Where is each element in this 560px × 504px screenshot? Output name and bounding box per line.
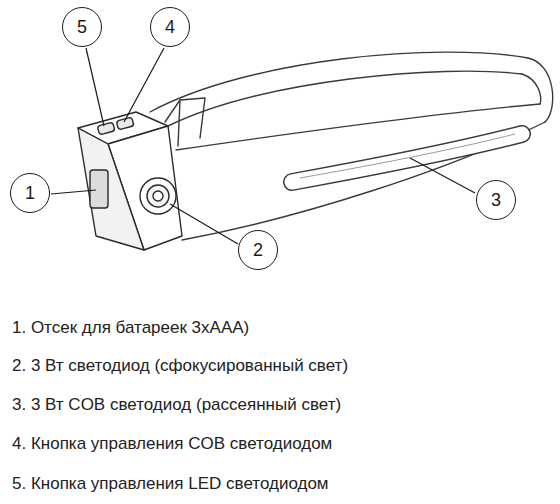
button	[97, 122, 115, 135]
lens	[153, 191, 163, 201]
band-edge	[528, 58, 553, 122]
battery-door	[90, 170, 108, 208]
callout-number: 5	[77, 18, 87, 36]
legend-item: 3. 3 Вт COB светодиод (рассеянный свет)	[12, 394, 341, 416]
band-edge	[150, 52, 528, 112]
callout-number: 3	[491, 191, 501, 209]
strap-clip	[178, 100, 180, 146]
leader-line	[86, 48, 104, 126]
band-edge	[168, 71, 522, 126]
leader-line	[51, 190, 96, 194]
leader-line	[410, 158, 475, 193]
callout-circle: 5	[62, 7, 102, 47]
legend-item: 4. Кнопка управления COB светодиодом	[12, 433, 332, 455]
callout-number: 4	[165, 18, 175, 36]
callout-number: 1	[25, 184, 35, 202]
lens	[140, 178, 176, 214]
lamp-side	[78, 128, 144, 250]
callout-circle: 4	[150, 7, 190, 47]
callout-circle: 1	[10, 173, 50, 213]
leader-line	[170, 204, 238, 244]
band-edge	[182, 122, 545, 240]
strap-clip	[165, 98, 205, 138]
legend-item: 2. 3 Вт светодиод (сфокусированный свет)	[12, 355, 348, 377]
lens	[147, 185, 169, 207]
callout-circle: 2	[238, 230, 278, 270]
leader-line	[124, 48, 164, 122]
band-edge	[522, 74, 541, 104]
callout-number: 2	[253, 241, 263, 259]
cob-strip	[300, 134, 515, 178]
legend-item: 1. Отсек для батареек 3хААА)	[12, 317, 249, 339]
cob-strip	[292, 134, 522, 182]
cob-strip	[292, 134, 522, 182]
callout-circle: 3	[476, 180, 516, 220]
legend-item: 5. Кнопка управления LED светодиодом	[12, 473, 329, 495]
